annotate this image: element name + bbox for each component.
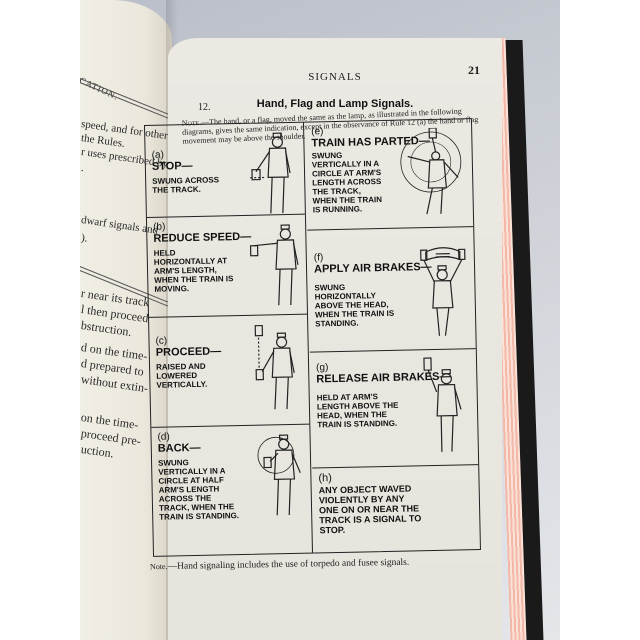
left-header-rule-2 [80,82,169,119]
left-line: . [80,162,85,175]
signal-cell-a: (a) STOP— SWUNG ACROSS THE TRACK. [145,122,305,218]
right-page: SIGNALS 21 Hand, Flag and Lamp Signals. … [168,38,502,640]
signals-column-left: (a) STOP— SWUNG ACROSS THE TRACK. (b) RE… [145,122,313,556]
trainman-figure-icon [423,357,462,452]
signal-description: SWUNG HORIZONTALLY ABOVE THE HEAD, WHEN … [314,282,395,329]
signals-column-right: (e) TRAIN HAS PARTED— SWUNG VERTICALLY I… [304,119,480,552]
signal-description: RAISED AND LOWERED VERTICALLY. [155,361,208,390]
trainman-figure-icon [257,434,301,516]
left-page: CATION. speed, and for other the Rules. … [80,0,172,640]
trainman-figure-icon [250,132,291,214]
signal-letter: (h) [318,472,333,485]
rule-number: 12. [198,102,211,113]
page-number: 21 [468,63,480,77]
left-line: uction. [80,442,115,461]
signal-description: HELD HORIZONTALLY AT ARM'S LENGTH, WHEN … [153,248,234,294]
signal-cell-h: (h) ANY OBJECT WAVED VIOLENTLY BY ANY ON… [312,465,480,552]
signal-cell-g: (g) RELEASE AIR BRAKES— HELD AT ARM'S LE… [309,349,479,469]
signal-description: ANY OBJECT WAVED VIOLENTLY BY ANY ONE ON… [318,483,422,536]
signal-description: SWUNG ACROSS THE TRACK. [152,175,220,195]
book-photo: CATION. speed, and for other the Rules. … [80,0,560,640]
signal-cell-e: (e) TRAIN HAS PARTED— SWUNG VERTICALLY I… [304,119,474,231]
trainman-figure-icon [254,324,295,410]
left-line: ). [80,232,89,245]
signals-table: (a) STOP— SWUNG ACROSS THE TRACK. (b) RE… [144,118,481,557]
signal-cell-c: (c) PROCEED— RAISED AND LOWERED VERTICAL… [149,314,310,428]
signal-cell-b: (b) REDUCE SPEED— HELD HORIZONTALLY AT A… [146,214,308,318]
trainman-figure-icon [400,127,462,215]
running-head: SIGNALS [308,71,362,83]
signal-cell-d: (d) BACK— SWUNG VERTICALLY IN A CIRCLE A… [151,425,312,556]
left-header-rule [80,78,169,115]
signal-description: SWUNG VERTICALLY IN A CIRCLE AT HALF ARM… [157,458,240,522]
section-title: Hand, Flag and Lamp Signals. [256,98,414,110]
footer-note-label: Note. [149,561,168,572]
signal-description: HELD AT ARM'S LENGTH ABOVE THE HEAD, WHE… [316,392,399,430]
left-header-fragment: CATION. [80,75,121,102]
trainman-figure-icon [420,247,466,336]
signal-description: SWUNG VERTICALLY IN A CIRCLE AT ARM'S LE… [311,150,383,215]
signal-cell-f: (f) APPLY AIR BRAKES— SWUNG HORIZONTALLY… [307,227,476,353]
trainman-figure-icon [249,224,299,306]
